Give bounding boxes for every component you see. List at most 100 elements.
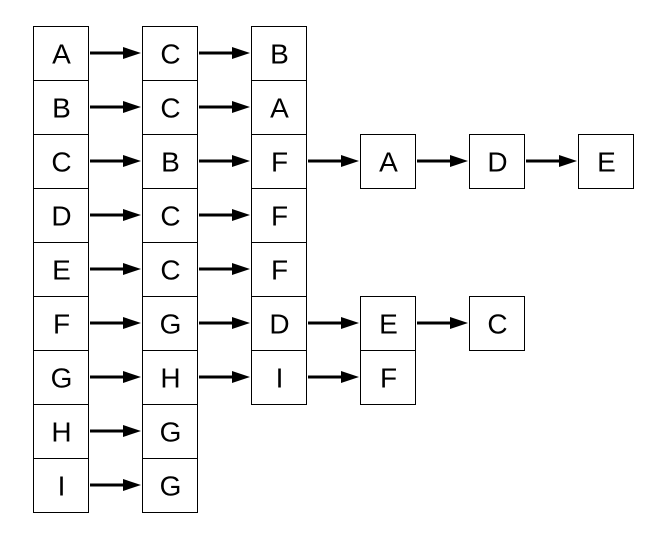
node-box: [142, 26, 198, 81]
node-box: [33, 350, 89, 405]
neighbor-node-G-3: F: [360, 350, 416, 405]
edge-arrow-head: [232, 371, 250, 383]
edge-arrow-head: [123, 47, 141, 59]
neighbor-node-C-2: F: [251, 134, 307, 189]
neighbor-node-I-1: G: [142, 458, 198, 513]
node-label: E: [379, 309, 398, 340]
node-box: [578, 134, 634, 189]
edge-arrow-A-0: [90, 47, 141, 59]
neighbor-node-E-2: F: [251, 242, 307, 297]
node-box: [142, 134, 198, 189]
edge-arrow-G-0: [90, 371, 141, 383]
node-label: A: [379, 147, 398, 178]
node-box: [360, 134, 416, 189]
vertex-node-H: H: [33, 404, 89, 459]
node-label: F: [271, 147, 288, 178]
node-label: A: [52, 39, 71, 70]
node-label: C: [160, 93, 180, 124]
edge-arrow-E-1: [199, 263, 250, 275]
vertex-node-I: I: [33, 458, 89, 513]
edge-arrow-C-3: [417, 155, 468, 167]
neighbor-node-A-1: C: [142, 26, 198, 81]
node-label: E: [597, 147, 616, 178]
neighbor-node-G-2: I: [251, 350, 307, 405]
node-box: [469, 296, 525, 351]
edge-arrow-head: [123, 155, 141, 167]
node-box: [33, 188, 89, 243]
edge-arrow-head: [123, 263, 141, 275]
vertex-node-G: G: [33, 350, 89, 405]
edge-arrow-head: [559, 155, 577, 167]
node-label: B: [161, 147, 180, 178]
node-label: C: [160, 255, 180, 286]
edge-arrow-C-2: [308, 155, 359, 167]
node-label: C: [160, 39, 180, 70]
edge-arrow-head: [232, 263, 250, 275]
vertex-node-E: E: [33, 242, 89, 297]
neighbor-node-C-4: D: [469, 134, 525, 189]
node-label: G: [160, 417, 182, 448]
neighbor-node-H-1: G: [142, 404, 198, 459]
node-label: C: [487, 309, 507, 340]
edge-arrow-B-0: [90, 101, 141, 113]
edge-arrow-D-0: [90, 209, 141, 221]
edge-arrow-G-1: [199, 371, 250, 383]
edge-arrow-F-3: [417, 317, 468, 329]
node-label: B: [52, 93, 71, 124]
neighbor-node-F-4: C: [469, 296, 525, 351]
neighbor-node-D-2: F: [251, 188, 307, 243]
vertex-node-F: F: [33, 296, 89, 351]
edge-arrow-G-2: [308, 371, 359, 383]
neighbor-node-A-2: B: [251, 26, 307, 81]
edge-arrow-head: [123, 425, 141, 437]
neighbor-node-C-5: E: [578, 134, 634, 189]
node-label: F: [271, 201, 288, 232]
neighbor-node-F-3: E: [360, 296, 416, 351]
neighbor-node-E-1: C: [142, 242, 198, 297]
edge-arrow-head: [123, 317, 141, 329]
node-label: G: [160, 309, 182, 340]
node-label: F: [380, 363, 397, 394]
edge-arrow-head: [232, 155, 250, 167]
node-box: [33, 458, 89, 513]
edge-arrow-A-1: [199, 47, 250, 59]
edge-arrow-head: [232, 209, 250, 221]
edge-arrow-head: [450, 155, 468, 167]
edge-arrow-H-0: [90, 425, 141, 437]
node-label: B: [270, 39, 289, 70]
edge-arrow-E-0: [90, 263, 141, 275]
node-box: [360, 350, 416, 405]
node-box: [251, 242, 307, 297]
node-box: [251, 80, 307, 135]
node-label: I: [276, 363, 284, 394]
edge-arrow-head: [232, 317, 250, 329]
vertex-node-A: A: [33, 26, 89, 81]
node-box: [33, 134, 89, 189]
node-box: [33, 80, 89, 135]
node-box: [142, 458, 198, 513]
node-label: E: [52, 255, 71, 286]
node-label: G: [160, 471, 182, 502]
edge-arrow-F-2: [308, 317, 359, 329]
node-box: [251, 26, 307, 81]
neighbor-node-D-1: C: [142, 188, 198, 243]
node-box: [469, 134, 525, 189]
edge-arrow-C-0: [90, 155, 141, 167]
neighbor-node-F-1: G: [142, 296, 198, 351]
edge-arrow-F-1: [199, 317, 250, 329]
node-label: F: [53, 309, 70, 340]
vertex-node-D: D: [33, 188, 89, 243]
node-label: H: [160, 363, 180, 394]
edge-arrow-head: [341, 317, 359, 329]
edge-arrow-C-4: [526, 155, 577, 167]
node-box: [251, 188, 307, 243]
edge-arrow-head: [232, 47, 250, 59]
edge-arrow-head: [450, 317, 468, 329]
vertex-node-B: B: [33, 80, 89, 135]
edge-arrow-head: [341, 371, 359, 383]
node-label: D: [51, 201, 71, 232]
node-box: [33, 242, 89, 297]
node-box: [142, 404, 198, 459]
neighbor-node-C-3: A: [360, 134, 416, 189]
edge-arrow-head: [123, 479, 141, 491]
